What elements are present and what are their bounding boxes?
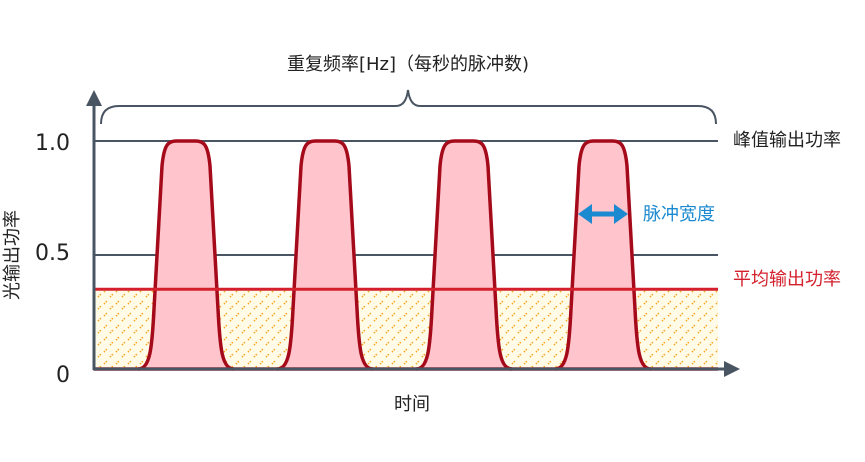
width-arrow-head-left — [578, 204, 592, 224]
x-axis-title: 时间 — [394, 394, 430, 415]
pulse-outline — [415, 139, 513, 371]
pulse-width-arrow — [578, 204, 628, 224]
peak-power-label: 峰值输出功率 — [733, 130, 841, 151]
y-tick-label: 0 — [56, 363, 70, 388]
average-power-label: 平均输出功率 — [733, 269, 841, 290]
y-axis-arrow — [86, 90, 102, 106]
pulse-outline — [276, 139, 374, 371]
pulse-fill — [555, 141, 651, 369]
top-label: 重复频率[Hz]（每秒的脉冲数) — [287, 54, 529, 75]
y-tick-label: 0.5 — [35, 241, 70, 266]
pulse-fill — [416, 141, 512, 369]
pulse-group — [94, 139, 718, 371]
pulse-width-label: 脉冲宽度 — [643, 204, 715, 225]
pulse-fill — [277, 141, 373, 369]
width-arrow-head-right — [614, 204, 628, 224]
repetition-brace — [100, 89, 717, 125]
pulse-fill — [138, 141, 234, 369]
pulse-outline — [137, 139, 235, 371]
y-tick-label: 1.0 — [35, 131, 70, 156]
x-axis-arrow — [724, 361, 740, 377]
y-axis-title: 光输出功率 — [2, 210, 23, 300]
pulse-outline — [554, 139, 652, 371]
